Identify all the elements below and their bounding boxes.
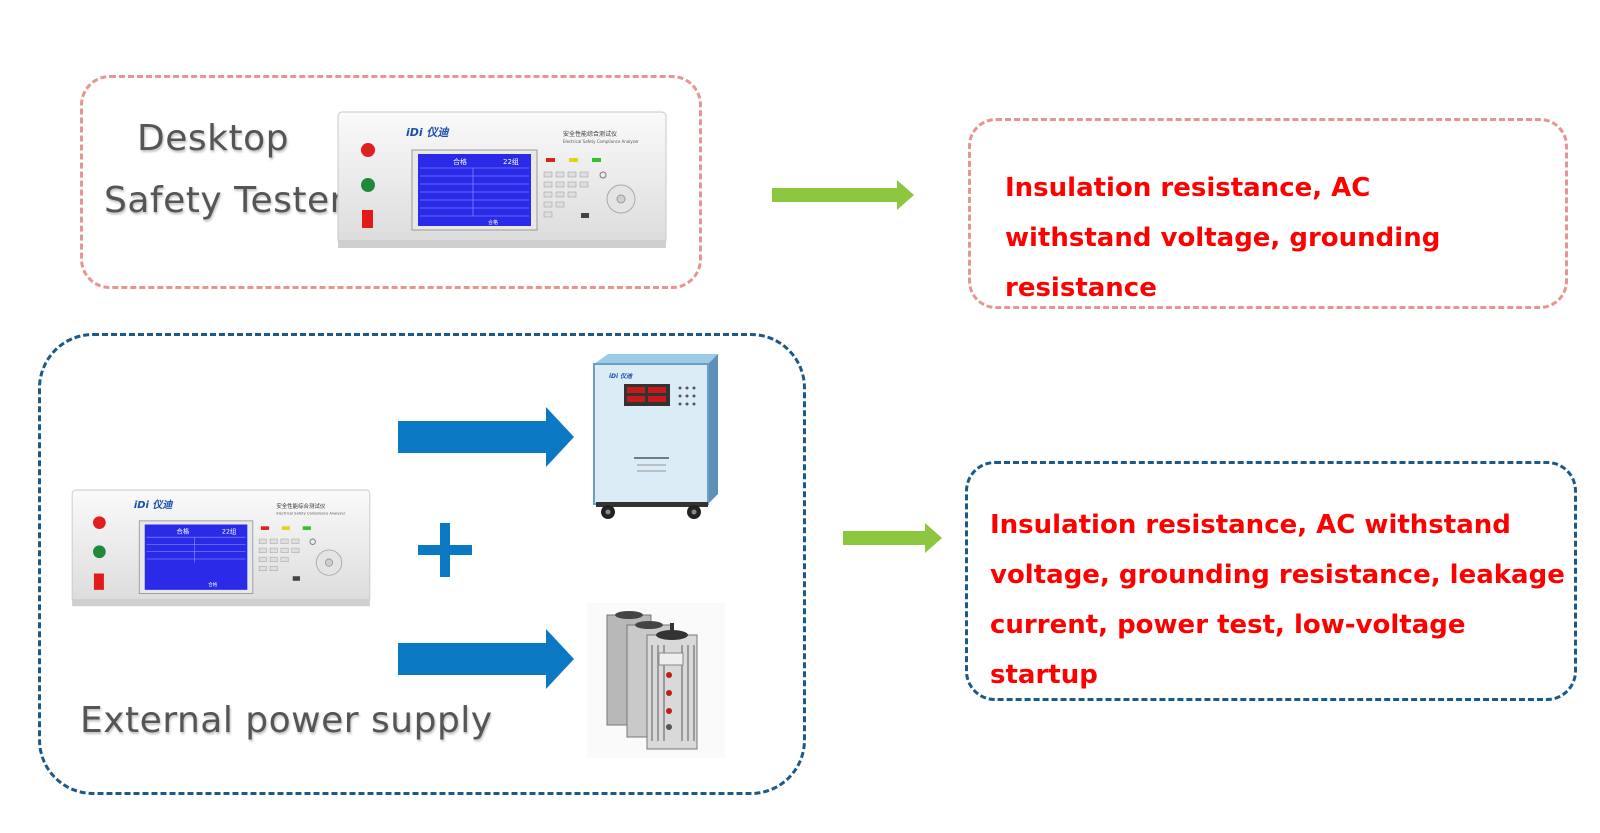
external-power-caption: External power supply: [80, 700, 493, 741]
tester-screen-group: 22组: [503, 157, 519, 166]
blue-arrow-lower: [398, 629, 574, 689]
tester2-brand: iDi 仪迪: [134, 499, 174, 511]
external-result-box: [965, 461, 1577, 701]
tester2-title-en: Electrical Safety Compliance Analyzer: [276, 512, 345, 516]
desktop-result-text: Insulation resistance, AC withstand volt…: [1005, 173, 1441, 303]
tester-screen-footer: 合格: [488, 219, 498, 226]
plus-icon: [418, 523, 472, 577]
tester-screen-status: 合格: [453, 157, 467, 166]
tester2-title-cn: 安全性能综合测试仪: [276, 502, 326, 510]
tester-title-cn: 安全性能综合测试仪: [563, 130, 617, 138]
desktop-caption-line1: Desktop: [137, 118, 289, 159]
voltage-regulator-image: [587, 603, 725, 758]
tester2-screen-group: 22组: [222, 527, 237, 536]
external-result-text: Insulation resistance, AC withstand volt…: [990, 510, 1565, 690]
blue-arrow-upper: [398, 407, 574, 467]
desktop-caption-line2: Safety Tester: [104, 180, 345, 221]
desktop-safety-tester-image: 合格 22组 合格 iDi 仪迪 安全性能综合测试仪 Electrical Sa…: [337, 111, 667, 248]
external-result-arrow: [843, 523, 942, 553]
desktop-result-box: [968, 118, 1568, 309]
tester-with-external-supply-image: 合格 22组 合格 iDi 仪迪 安全性能综合测试仪 Electrical Sa…: [71, 489, 371, 607]
external-power-box: [38, 333, 806, 795]
desktop-tester-box: [80, 75, 702, 289]
tester-brand: iDi 仪迪: [406, 126, 450, 139]
tester2-screen-footer: 合格: [208, 581, 218, 588]
svg-text:iDi 仪迪: iDi 仪迪: [609, 372, 633, 380]
tester2-screen-status: 合格: [177, 527, 190, 536]
desktop-result-arrow: [772, 180, 914, 210]
tester-title-en: Electrical Safety Compliance Analyzer: [563, 139, 639, 144]
power-supply-cabinet-image: iDi 仪迪: [593, 354, 718, 519]
